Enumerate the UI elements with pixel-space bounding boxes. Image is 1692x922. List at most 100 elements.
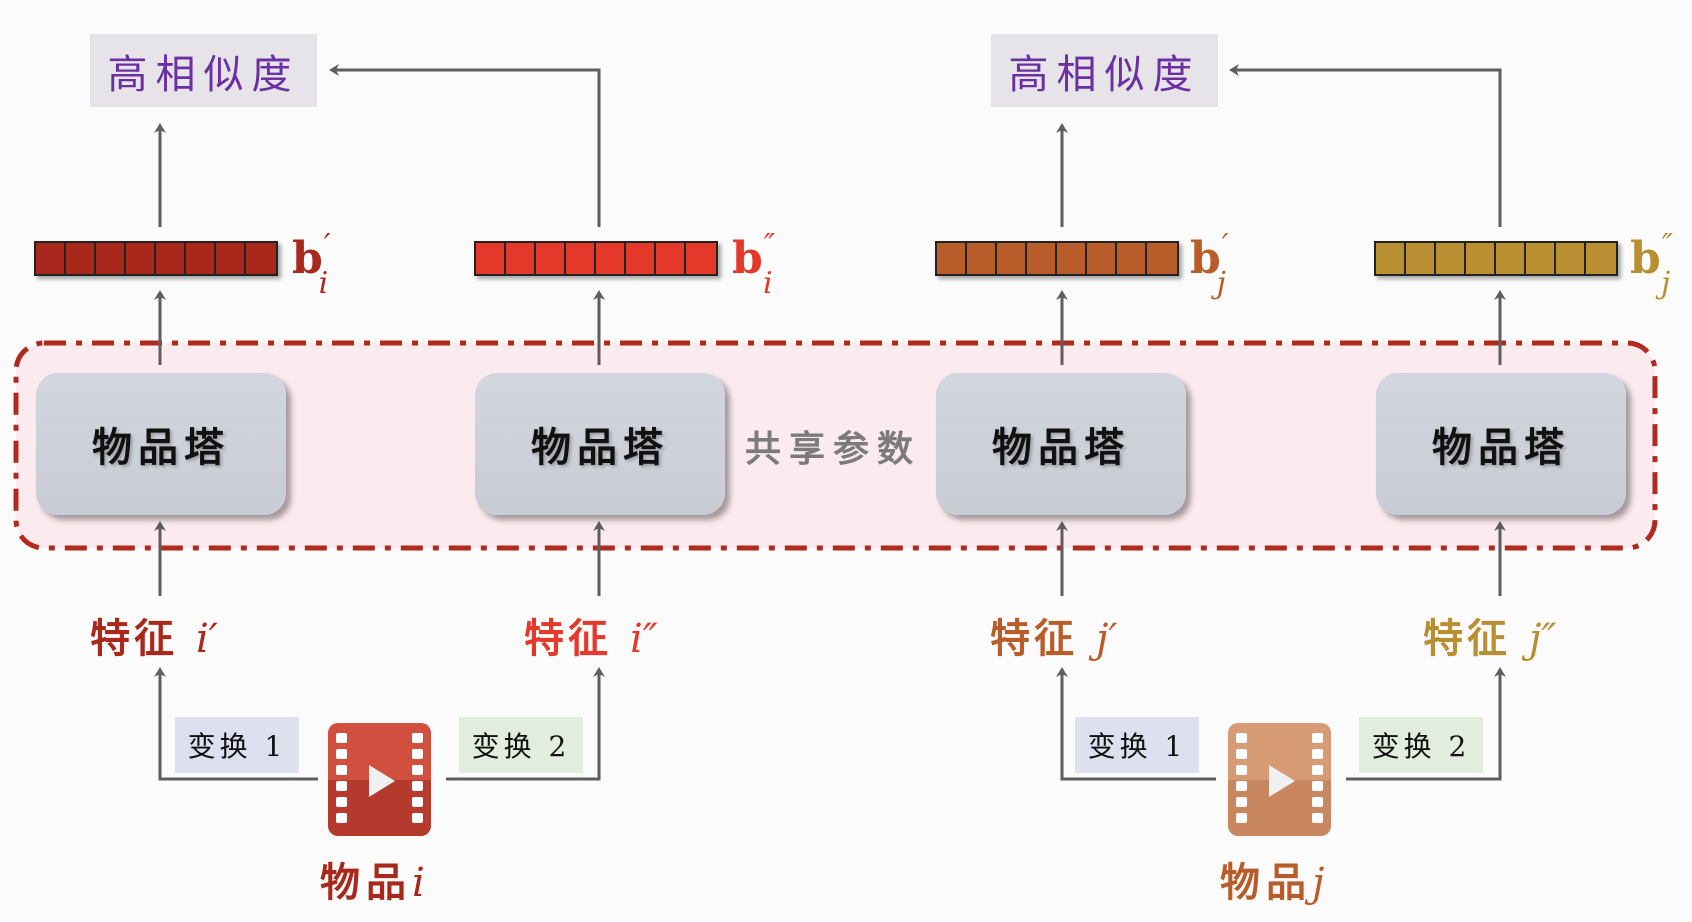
item-variable: j xyxy=(1312,860,1325,906)
shared-region-border xyxy=(13,340,1658,551)
vector-cell xyxy=(476,243,506,274)
film-hole xyxy=(1312,765,1323,775)
tower-label: 物品塔 xyxy=(531,424,669,471)
item-tower: 物品塔 xyxy=(475,373,725,515)
arrow-item-j-transform2 xyxy=(1346,667,1506,781)
transform-label: 变换 2 xyxy=(471,730,571,763)
item-text: 物品 xyxy=(320,859,412,906)
film-hole xyxy=(336,749,347,759)
vector-cell xyxy=(967,243,997,274)
feature-label: 特征 i′ xyxy=(90,606,218,664)
film-hole xyxy=(1236,781,1247,791)
item-tower: 物品塔 xyxy=(936,373,1186,515)
film-hole xyxy=(1236,813,1247,823)
item-text: 物品 xyxy=(1220,859,1312,906)
vector-cell xyxy=(1526,243,1556,274)
vector-prime: ″ xyxy=(763,228,775,263)
vector-cell xyxy=(66,243,96,274)
vector-cell xyxy=(997,243,1027,274)
transform-2-box: 变换 2 xyxy=(459,717,583,773)
film-hole xyxy=(1236,733,1247,743)
embedding-vector xyxy=(474,241,718,276)
transform-label: 变换 2 xyxy=(1371,730,1471,763)
vector-cell xyxy=(96,243,126,274)
vector-cell xyxy=(1496,243,1526,274)
vector-cell xyxy=(1057,243,1087,274)
vector-cell xyxy=(686,243,716,274)
arrow-item-i-transform1 xyxy=(154,667,318,781)
vector-cell xyxy=(1586,243,1616,274)
feature-text: 特征 xyxy=(1423,615,1511,662)
feature-text: 特征 xyxy=(90,615,178,662)
feature-variable: j″ xyxy=(1528,616,1557,662)
vector-cell xyxy=(937,243,967,274)
high-similarity-box-left: 高相似度 xyxy=(90,34,317,107)
film-hole xyxy=(1312,797,1323,807)
feature-variable: i″ xyxy=(629,616,658,662)
film-hole xyxy=(412,781,423,791)
tower-label: 物品塔 xyxy=(1432,424,1570,471)
tower-label: 物品塔 xyxy=(92,424,230,471)
arrow-bj2-to-similarity xyxy=(1229,64,1502,227)
vector-subscript: j xyxy=(1660,265,1671,301)
embedding-vector xyxy=(935,241,1179,276)
vector-cell xyxy=(656,243,686,274)
vector-cell xyxy=(1376,243,1406,274)
transform-2-box: 变换 2 xyxy=(1359,717,1483,773)
embedding-vector xyxy=(1374,241,1618,276)
vector-cell xyxy=(1087,243,1117,274)
vector-cell xyxy=(216,243,246,274)
film-hole xyxy=(336,781,347,791)
embedding-vector xyxy=(34,241,278,276)
film-hole xyxy=(412,765,423,775)
film-hole xyxy=(412,733,423,743)
item-label: 物品j xyxy=(1220,850,1324,908)
vector-prime: ′ xyxy=(1221,228,1229,263)
vector-cell xyxy=(626,243,656,274)
vector-cell xyxy=(1027,243,1057,274)
transform-1-box: 变换 1 xyxy=(175,717,299,773)
film-hole xyxy=(336,733,347,743)
feature-text: 特征 xyxy=(524,615,612,662)
vector-base: b xyxy=(1630,233,1661,284)
tower-label: 物品塔 xyxy=(992,424,1130,471)
vector-cell xyxy=(566,243,596,274)
high-similarity-label: 高相似度 xyxy=(107,51,300,98)
transform-label: 变换 1 xyxy=(187,730,287,763)
film-hole xyxy=(336,813,347,823)
vector-cell xyxy=(246,243,276,274)
film-hole xyxy=(1312,813,1323,823)
vector-cell xyxy=(1556,243,1586,274)
video-icon xyxy=(1228,723,1331,836)
vector-subscript: i xyxy=(762,265,773,301)
vector-cell xyxy=(1466,243,1496,274)
item-label: 物品i xyxy=(320,850,425,908)
vector-base: b xyxy=(292,233,323,284)
vector-cell xyxy=(1406,243,1436,274)
transform-1-box: 变换 1 xyxy=(1075,717,1199,773)
film-hole xyxy=(1236,765,1247,775)
vector-cell xyxy=(1147,243,1177,274)
film-hole xyxy=(412,749,423,759)
arrow-item-j-transform1 xyxy=(1056,667,1216,781)
vector-cell xyxy=(1436,243,1466,274)
vector-label: b′j xyxy=(1190,228,1238,301)
vector-cell xyxy=(186,243,216,274)
vector-label: b′i xyxy=(292,228,340,301)
feature-variable: i′ xyxy=(195,616,218,662)
film-hole xyxy=(336,765,347,775)
high-similarity-label: 高相似度 xyxy=(1008,51,1201,98)
vector-base: b xyxy=(732,233,763,284)
film-hole xyxy=(1236,797,1247,807)
item-tower: 物品塔 xyxy=(1376,373,1626,515)
video-icon xyxy=(328,723,431,836)
arrow-item-i-transform2 xyxy=(446,667,605,781)
film-hole xyxy=(1312,749,1323,759)
vector-label: b″j xyxy=(1630,228,1682,301)
feature-label: 特征 i″ xyxy=(524,606,658,664)
film-hole xyxy=(1312,733,1323,743)
vector-base: b xyxy=(1190,233,1221,284)
vector-prime: ′ xyxy=(323,228,331,263)
feature-variable: j′ xyxy=(1095,616,1118,662)
